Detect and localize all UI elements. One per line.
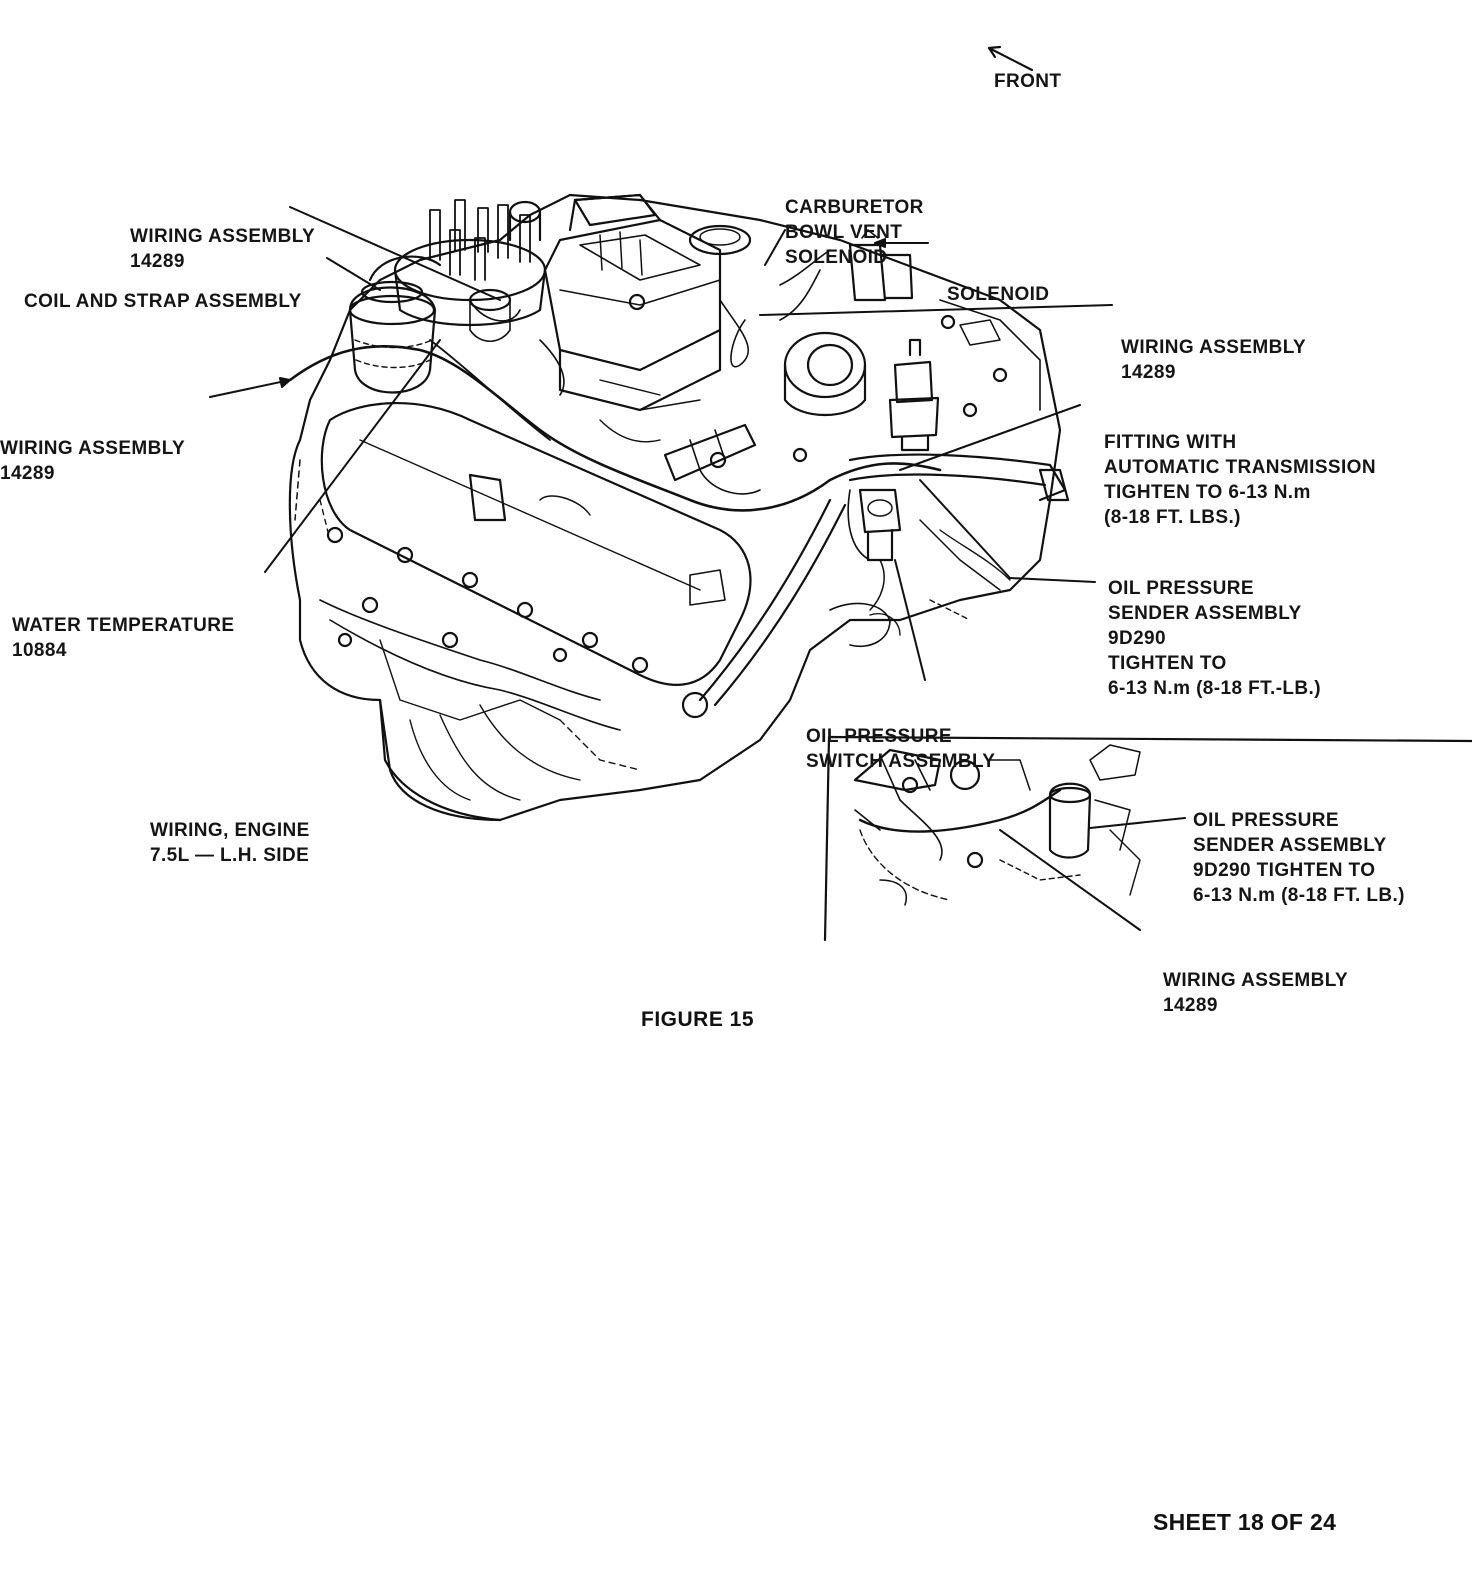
engine-illustration — [288, 193, 1070, 822]
coil-strap-callout: COIL AND STRAP ASSEMBLY — [24, 291, 302, 312]
front-arrow-icon — [987, 45, 1034, 72]
leader-lines — [209, 206, 1113, 681]
sheet-number: SHEET 18 OF 24 — [1153, 1509, 1337, 1535]
figure-caption: FIGURE 15 — [641, 1008, 755, 1031]
inset-illustration — [823, 735, 1472, 942]
front-label: FRONT — [994, 71, 1062, 92]
solenoid-callout: SOLENOID — [947, 284, 1050, 305]
